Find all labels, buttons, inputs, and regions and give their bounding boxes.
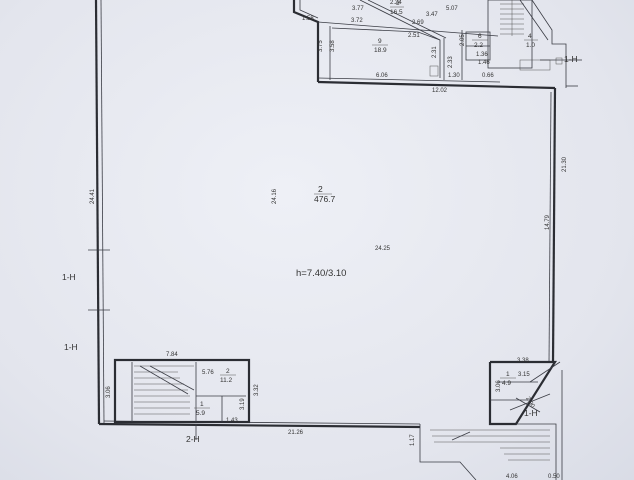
dim-2-33: 2.33 [448,56,454,68]
section-mark-right-top: 1-H [564,54,578,64]
ceiling-height: h=7.40/3.10 [296,268,346,279]
room-4-number: 4 [528,33,532,40]
dim-3-06-sw: 3.06 [106,386,112,398]
dim-3-06-se: 3.06 [496,380,502,392]
sw-room-1-area: 5.9 [196,410,205,417]
room-6-number: 6 [478,33,482,40]
dim-1-58: 1.58 [302,16,314,22]
southeast-rooms [419,360,563,480]
room-4-area: 1.0 [526,42,535,49]
dim-0-50: 0.50 [548,474,560,480]
dim-3-15: 3.15 [518,372,530,378]
dim-4-06: 4.06 [506,474,518,480]
north-stair [487,0,533,69]
dim-1-43: 1.43 [226,418,238,424]
north-rooms [292,0,582,88]
dim-inner-height: 24.16 [272,188,278,204]
dim-2-69: 2.69 [412,20,424,26]
section-mark-bottom: 2-H [186,434,200,444]
southwest-rooms [113,358,251,424]
dim-3-75: 3.75 [318,40,324,52]
dim-3-58: 3.58 [330,40,336,52]
room-3-area: 16.5 [390,9,403,16]
dim-bottom-wall: 21.26 [288,430,304,436]
se-room-1-area: 4.9 [502,380,511,387]
sw-room-1-number: 1 [200,401,204,408]
dim-7-84: 7.84 [166,352,178,358]
dim-top-seg-b: 6.06 [376,73,388,79]
main-hall-number: 2 [318,184,323,194]
dim-3-72: 3.72 [351,18,363,24]
dim-3-77: 3.77 [352,6,364,12]
main-hall-area: 476.7 [314,194,336,204]
section-ticks [88,59,566,440]
entrance-steps [430,429,550,461]
outer-walls [94,0,557,429]
dim-right-wall-upper: 21.30 [562,156,568,172]
room-9-number: 9 [378,38,382,45]
room-6-area: 2.2 [474,42,483,49]
sw-room-2-number: 2 [226,368,230,375]
southwest-stair-steps [134,365,195,415]
right-wall [551,87,557,364]
room-9-area: 18.9 [374,47,387,54]
dim-left-wall: 24.41 [90,188,96,204]
room-3-number: 3 [396,0,400,7]
se-room-1-number: 1 [506,371,510,378]
dim-5-76: 5.76 [202,370,214,376]
dim-3-32: 3.32 [254,384,260,396]
dim-2-51: 2.51 [408,33,420,39]
dim-3-38: 3.38 [517,358,529,364]
dim-2-24: 2.24 [390,0,402,6]
dim-inner-width: 24.25 [375,246,391,252]
dim-3-47: 3.47 [426,12,438,18]
dim-3-19: 3.19 [240,398,246,410]
dim-right-wall-lower: 14.79 [545,214,551,230]
left-wall [94,0,101,425]
dim-2-90: 2.90 [524,396,535,410]
dim-2-05: 2.05 [460,34,466,46]
section-mark-right-lower: 1-H [524,408,538,418]
dim-top-width: 12.02 [432,88,448,94]
section-mark-left-upper: 1-H [62,272,76,282]
north-stair-steps [500,0,524,36]
dim-1-36: 1.36 [476,52,488,58]
dim-2-31: 2.31 [432,46,438,58]
dim-5-07: 5.07 [446,6,458,12]
dim-1-17: 1.17 [410,434,416,446]
bottom-wall [98,422,421,429]
dim-top-seg-a: 1.30 [448,73,460,79]
sw-room-2-area: 11.2 [220,377,233,384]
top-wall [317,80,556,90]
dim-1-46: 1.46 [478,60,490,66]
dim-top-ne: 0.66 [482,73,494,79]
section-mark-left-lower: 1-H [64,342,78,352]
